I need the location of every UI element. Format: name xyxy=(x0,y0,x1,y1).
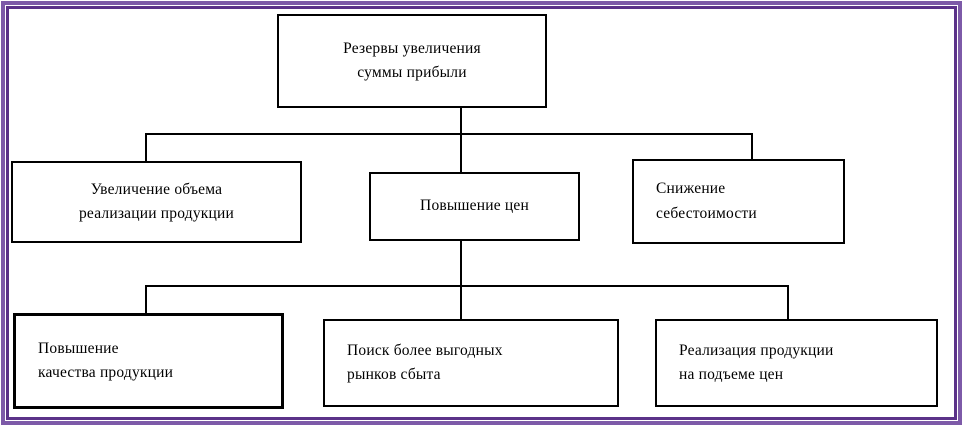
connector-level2-bus xyxy=(145,133,753,135)
node-product-quality-improvement-line-1: Повышение xyxy=(38,339,119,357)
connector-level3-drop-right xyxy=(787,285,789,320)
connector-level2-drop-center xyxy=(460,133,462,173)
connector-level3-drop-center xyxy=(460,285,462,320)
node-sales-volume-increase-line-2: реализации продукции xyxy=(78,205,235,222)
node-root-line-1: Резервы увеличения xyxy=(343,39,481,57)
node-sell-on-price-rise[interactable]: Реализация продукции на подъеме цен xyxy=(655,319,938,407)
node-cost-reduction[interactable]: Снижение себестоимости xyxy=(632,159,845,244)
node-sales-volume-increase-line-1: Увеличение объема xyxy=(90,180,223,198)
node-price-increase[interactable]: Повышение цен xyxy=(369,172,580,241)
node-sell-on-price-rise-line-2: на подъеме цен xyxy=(679,366,784,383)
node-profitable-markets-search-line-2: рынков сбыта xyxy=(347,366,441,383)
node-profitable-markets-search-line-1: Поиск более выгодных xyxy=(347,341,503,359)
node-price-increase-line-1: Повышение цен xyxy=(420,197,529,215)
node-product-quality-improvement[interactable]: Повышение качества продукции xyxy=(13,313,284,409)
connector-price-stem xyxy=(460,240,462,286)
connector-root-stem xyxy=(460,107,462,135)
connector-level3-drop-left xyxy=(145,285,147,314)
node-sell-on-price-rise-line-1: Реализация продукции xyxy=(679,341,834,359)
node-cost-reduction-line-1: Снижение xyxy=(656,180,726,198)
connector-level3-bus xyxy=(145,285,789,287)
node-sales-volume-increase[interactable]: Увеличение объема реализации продукции xyxy=(11,161,302,243)
node-root[interactable]: Резервы увеличения суммы прибыли xyxy=(277,14,547,108)
connector-level2-drop-right xyxy=(751,133,753,160)
node-root-line-2: суммы прибыли xyxy=(357,64,467,81)
node-product-quality-improvement-line-2: качества продукции xyxy=(38,364,174,381)
node-profitable-markets-search[interactable]: Поиск более выгодных рынков сбыта xyxy=(323,319,619,407)
node-cost-reduction-line-2: себестоимости xyxy=(656,204,757,222)
connector-level2-drop-left xyxy=(145,133,147,162)
